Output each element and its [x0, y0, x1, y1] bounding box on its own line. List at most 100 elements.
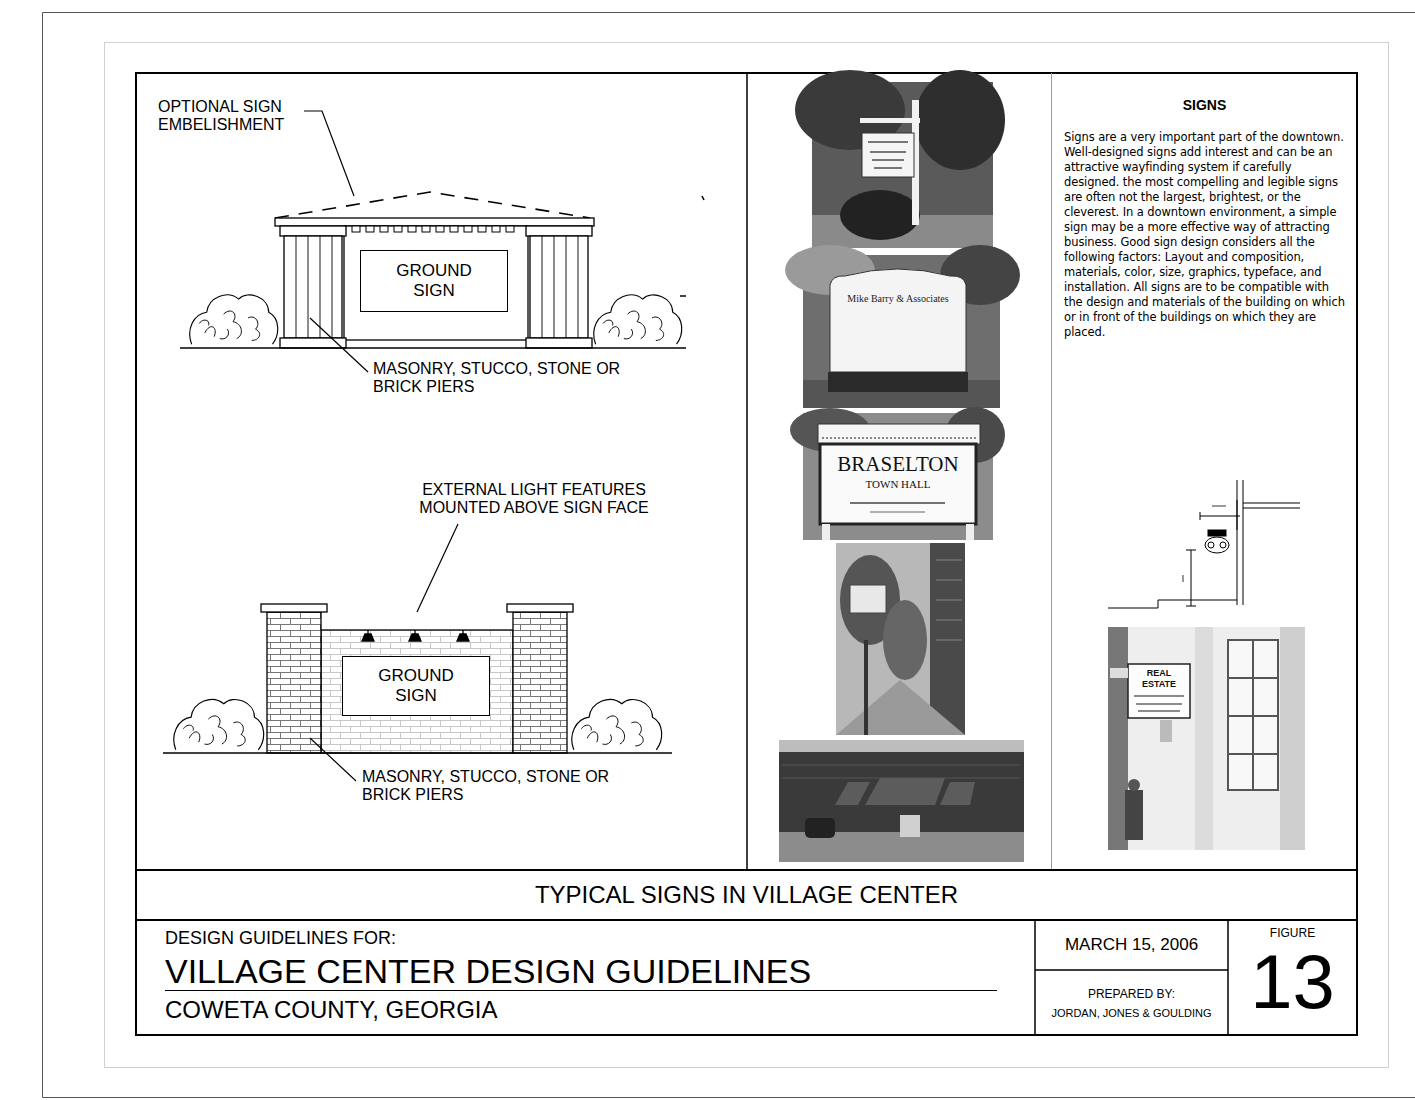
drawing-part: [836, 543, 965, 735]
photo-sign-text: REAL ESTATE: [1130, 668, 1188, 690]
drawing-part: [1128, 779, 1140, 791]
title-block-cell: DESIGN GUIDELINES FOR: VILLAGE CENTER DES…: [137, 921, 1034, 1034]
drawing-part: [174, 699, 264, 749]
drawing-part: [915, 70, 1005, 170]
drawing-part: [1110, 668, 1128, 678]
preparer-cell: PREPARED BY:JORDAN, JONES & GOULDING: [1036, 971, 1227, 1034]
drawing-part: [1237, 480, 1300, 605]
drawing-part: [261, 604, 327, 612]
drawing-part: [966, 524, 974, 540]
drawing-part: [284, 236, 342, 338]
drawing-part: [822, 524, 830, 540]
drawing-part: [868, 142, 908, 168]
storefront-photo: [1108, 627, 1305, 850]
drawing-part: [1205, 537, 1229, 553]
figure-cell: FIGURE13: [1229, 921, 1356, 1034]
sign-text: GROUND SIGN: [389, 261, 479, 301]
project-title: VILLAGE CENTER DESIGN GUIDELINES: [165, 952, 997, 991]
sign-photo: [795, 70, 1005, 248]
drawing-part: [1212, 506, 1226, 507]
drawing-part: [1128, 664, 1190, 718]
drawing-part: [803, 413, 993, 540]
drawing-part: [870, 511, 925, 512]
drawing-part: [136, 919, 1357, 921]
callout-label: OPTIONAL SIGN EMBELISHMENT: [158, 98, 308, 134]
drawing-part: [105, 43, 1389, 1068]
drawing-part: [530, 236, 588, 338]
preparer-caption: PREPARED BY:: [1088, 986, 1175, 1002]
projecting-sign-detail: [1108, 480, 1300, 608]
drawing-part: [43, 13, 1415, 1098]
drawing-part: [594, 295, 682, 344]
drawing-part: [344, 226, 528, 340]
drawing-part: [310, 318, 368, 372]
drawing-part: [864, 640, 868, 735]
drawing-part: [860, 118, 920, 123]
drawing-part: [506, 226, 514, 232]
block-caption: DESIGN GUIDELINES FOR:: [165, 927, 396, 949]
drawing-part: [464, 226, 472, 232]
drawing-part: [930, 543, 965, 735]
text-panel: SIGNS Signs are a very important part of …: [1052, 92, 1357, 392]
county-name: COWETA COUNTY, GEORGIA: [165, 995, 497, 1025]
drawing-part: [190, 295, 278, 344]
drawing-part: [572, 699, 662, 749]
drawing-part: [1220, 542, 1226, 548]
date-cell: MARCH 15, 2006: [1036, 921, 1227, 969]
ground-sign-elevation: [180, 192, 704, 348]
drawing-part: [702, 196, 704, 200]
drawing-part: [1108, 600, 1237, 608]
drawing-part: [862, 133, 914, 177]
drawing-part: [1195, 627, 1213, 850]
drawing-part: [275, 218, 594, 226]
drawing-part: [450, 226, 458, 232]
photo-sign-text: TOWN HALL: [824, 477, 972, 491]
storefront-photo: [779, 740, 1024, 862]
drawing-part: [1228, 640, 1278, 790]
drawing-part: [1134, 696, 1184, 711]
drawing-part: [1227, 920, 1229, 1035]
drawing-part: [280, 226, 346, 236]
drawing-part: [820, 444, 976, 524]
drawing-part: [805, 818, 835, 838]
drawing-part: [163, 752, 672, 754]
panel-body: Signs are a very important part of the d…: [1064, 130, 1345, 340]
drawing-part: [1280, 627, 1305, 850]
drawing-part: [478, 226, 486, 232]
drawing-part: [304, 111, 354, 196]
callout-label: MASONRY, STUCCO, STONE OR BRICK PIERS: [362, 768, 612, 804]
drawing-part: [136, 869, 1357, 871]
drawing-part: [900, 815, 920, 837]
drawing-part: [865, 778, 945, 805]
drawing-part: [1160, 720, 1172, 742]
drawing-part: [850, 585, 886, 613]
drawing-part: [542, 236, 578, 338]
sheet-date: MARCH 15, 2006: [1065, 935, 1198, 955]
drawing-part: [180, 347, 686, 349]
drawing-part: [1108, 627, 1305, 850]
drawing-part: [436, 226, 444, 232]
drawing-part: [822, 437, 976, 439]
drawing-part: [526, 338, 592, 348]
drawing-part: [380, 226, 388, 232]
drawing-part: [1125, 790, 1143, 840]
title-band: TYPICAL SIGNS IN VILLAGE CENTER: [136, 871, 1357, 919]
drawing-part: [362, 634, 469, 641]
ground-sign-elevation: [163, 604, 672, 753]
drawing-part: [296, 236, 332, 338]
drawing-part: [1228, 640, 1278, 790]
drawing-part: [1208, 542, 1214, 548]
drawing-part: [828, 372, 968, 392]
drawing-part: [366, 226, 374, 232]
figure-number: 13: [1250, 941, 1335, 1023]
drawing-part: [1035, 969, 1228, 971]
sheet-title: TYPICAL SIGNS IN VILLAGE CENTER: [535, 881, 958, 909]
panel-heading: SIGNS: [1064, 96, 1345, 114]
drawing-part: [782, 765, 1020, 778]
street-photo: [836, 543, 965, 735]
figure-caption: FIGURE: [1270, 925, 1315, 941]
drawing-part: [1186, 550, 1196, 606]
drawing-part: [408, 226, 416, 232]
drawing-part: [267, 612, 321, 753]
